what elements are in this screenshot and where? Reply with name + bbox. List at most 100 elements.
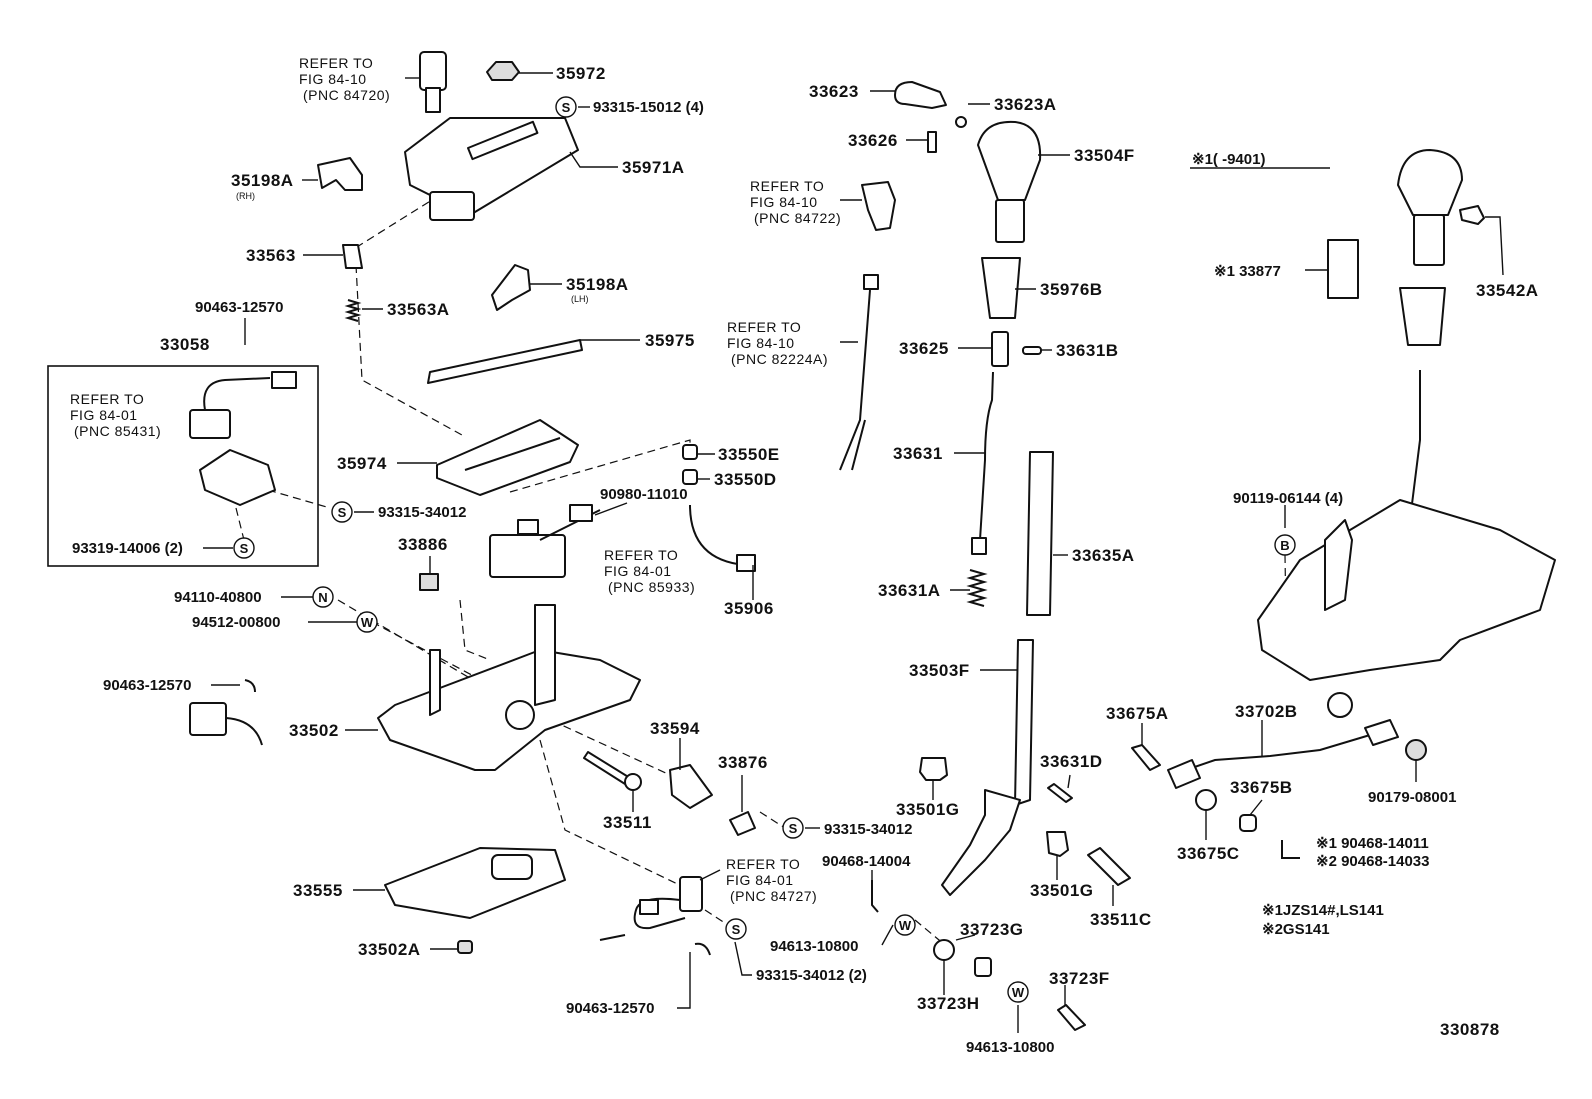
label-33635A: 33635A (1072, 546, 1135, 565)
svg-text:(PNC 85933): (PNC 85933) (608, 579, 695, 595)
label-33504F: 33504F (1074, 146, 1135, 165)
svg-text:B: B (1280, 538, 1289, 553)
label-94110-40800: 94110-40800 (174, 589, 262, 606)
label-35198A-lh: 35198A (566, 275, 629, 294)
label-35976B: 35976B (1040, 280, 1103, 299)
bushing-33886 (419, 573, 439, 591)
ref-note-85933: REFER TO FIG 84-01 (PNC 85933) (604, 547, 695, 595)
figure-number: 330878 (1440, 1020, 1500, 1039)
label-lh: (LH) (571, 294, 589, 304)
label-90119-06144: 90119-06144 (4) (1233, 490, 1343, 507)
label-90463-12570-c: 90463-12570 (566, 1000, 654, 1017)
symbol-s-93319-14006: S (233, 537, 255, 559)
label-33550D: 33550D (714, 470, 777, 489)
label-94613-10800-b: 94613-10800 (966, 1039, 1054, 1056)
svg-text:W: W (361, 615, 374, 630)
pin-33631B (1022, 346, 1042, 355)
svg-text:(PNC 85431): (PNC 85431) (74, 423, 161, 439)
bushing-33501G-a (919, 757, 948, 781)
slide-plate-35974 (436, 419, 579, 496)
variant-header: ※1( -9401) (1192, 151, 1265, 168)
label-33702B: 33702B (1235, 702, 1298, 721)
svg-text:S: S (562, 100, 571, 115)
svg-text:W: W (899, 918, 912, 933)
label-33723F: 33723F (1049, 969, 1110, 988)
svg-text:(PNC 82224A): (PNC 82224A) (731, 351, 828, 367)
svg-text:REFER TO: REFER TO (70, 391, 144, 407)
spring-33563A (344, 299, 362, 322)
switch-33058 (189, 371, 297, 506)
svg-text:FIG 84-10: FIG 84-10 (750, 194, 818, 210)
svg-text:FIG 84-01: FIG 84-01 (604, 563, 672, 579)
bushing-33675C (1195, 789, 1217, 811)
lever-33503F (941, 639, 1034, 896)
label-93319-14006: 93319-14006 (2) (72, 540, 183, 557)
svg-text:(PNC 84720): (PNC 84720) (303, 87, 390, 103)
pin-33511 (583, 751, 642, 791)
label-90463-12570-a: 90463-12570 (195, 299, 283, 316)
note-2: ※2GS141 (1262, 921, 1330, 938)
label-90468-14011: ※1 90468-14011 (1316, 835, 1429, 852)
rod-33702B (1167, 719, 1399, 789)
label-90179-08001: 90179-08001 (1368, 789, 1456, 806)
label-35906: 35906 (724, 599, 774, 618)
svg-text:REFER TO: REFER TO (299, 55, 373, 71)
ref-note-85431: REFER TO FIG 84-01 (PNC 85431) (70, 391, 161, 439)
label-33058: 33058 (160, 335, 210, 354)
label-35971A: 35971A (622, 158, 685, 177)
label-93315-34012-b: 93315-34012 (824, 821, 912, 838)
ref-note-84727: REFER TO FIG 84-01 (PNC 84727) (726, 856, 817, 904)
label-35975: 35975 (645, 331, 695, 350)
label-33563A: 33563A (387, 300, 450, 319)
label-94613-10800-a: 94613-10800 (770, 938, 858, 955)
label-93315-15012: 93315-15012 (4) (593, 99, 704, 116)
label-33511: 33511 (603, 813, 652, 832)
leader-lines (203, 72, 1504, 1033)
sleeve-33625 (991, 331, 1009, 367)
indicator-housing-35971A (404, 117, 579, 221)
label-33876: 33876 (718, 753, 768, 772)
boot-variant-1 (1399, 287, 1446, 346)
label-33502A: 33502A (358, 940, 421, 959)
svg-text:W: W (1012, 985, 1025, 1000)
nut-33502A (457, 940, 473, 954)
label-33503F: 33503F (909, 661, 970, 680)
label-90468-14033: ※2 90468-14033 (1316, 853, 1430, 870)
connector-35906 (736, 554, 756, 572)
harness-82224A (839, 274, 879, 471)
symbol-s-93315-34012-b: S (782, 817, 804, 839)
bracket-33594 (669, 764, 713, 809)
pin-33511C (1087, 847, 1131, 886)
shift-assembly-base (1257, 370, 1556, 718)
label-93315-34012-a: 93315-34012 (378, 504, 466, 521)
svg-text:(PNC 84722): (PNC 84722) (754, 210, 841, 226)
pin-33631D (1047, 783, 1073, 803)
socket-33550D (682, 469, 698, 485)
label-33501G-b: 33501G (1030, 881, 1094, 900)
label-90468-14004: 90468-14004 (822, 853, 911, 870)
label-33625: 33625 (899, 339, 949, 358)
ref-note-82224A: REFER TO FIG 84-10 (PNC 82224A) (727, 319, 828, 367)
bulb-33550E (682, 444, 698, 460)
svg-text:REFER TO: REFER TO (604, 547, 678, 563)
svg-text:S: S (240, 541, 249, 556)
screw-33542A (1459, 205, 1485, 225)
bushing-33501G-b (1046, 831, 1069, 857)
symbol-w-94613-10800-b: W (1007, 981, 1029, 1003)
label-33675C: 33675C (1177, 844, 1240, 863)
collar-33723H (933, 939, 955, 961)
knob-33504F (977, 120, 1042, 243)
label-33550E: 33550E (718, 445, 780, 464)
label-90463-12570-b: 90463-12570 (103, 677, 191, 694)
wire-35906 (689, 504, 746, 566)
svg-text:N: N (318, 590, 327, 605)
clip-35972 (486, 61, 520, 81)
plate-33877 (1327, 239, 1359, 299)
label-33563: 33563 (246, 246, 296, 265)
svg-text:REFER TO: REFER TO (726, 856, 800, 872)
plate-33635A (1026, 451, 1054, 616)
clip-90468-14004 (871, 880, 879, 913)
ref-note-84720: REFER TO FIG 84-10 (PNC 84720) (299, 55, 390, 103)
bushing-33723G (974, 957, 992, 977)
